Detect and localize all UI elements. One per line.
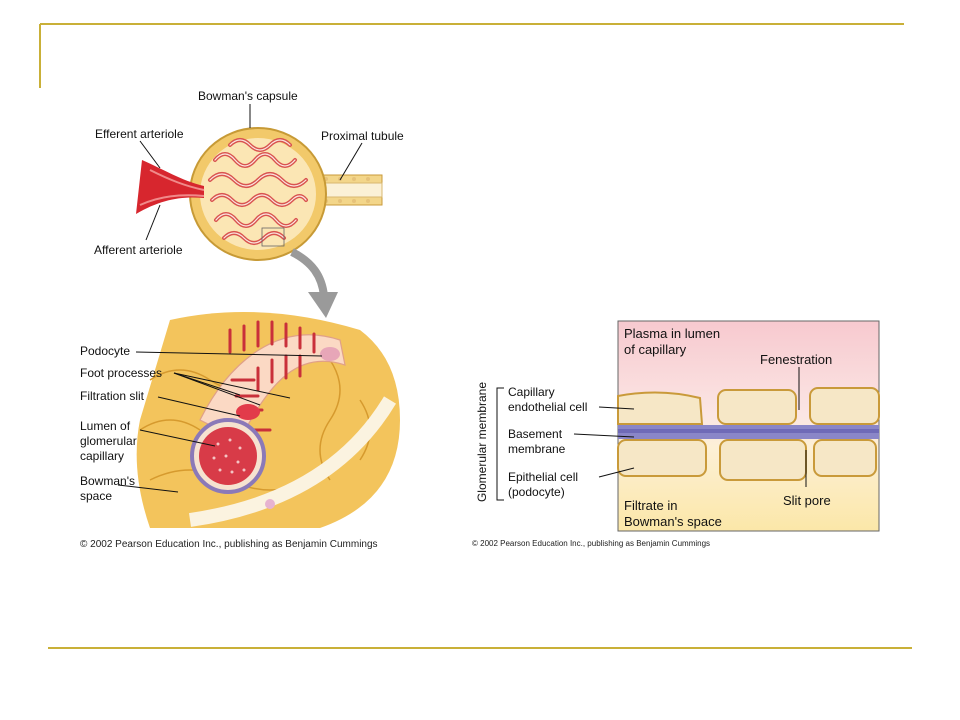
foot-processes-label: Foot processes [80, 366, 163, 380]
efferent-arteriole-label: Efferent arteriole [95, 127, 184, 141]
lumen-label-line3: capillary [80, 449, 125, 463]
basement-membrane-label-line1: Basement [508, 427, 563, 441]
lumen-label-line2: glomerular [80, 434, 137, 448]
filtrate-label-line1: Filtrate in [624, 498, 678, 513]
capillary-endothelial-label-line2: endothelial cell [508, 400, 588, 414]
copyright-left: © 2002 Pearson Education Inc., publishin… [80, 539, 378, 550]
afferent-arteriole-label: Afferent arteriole [94, 243, 183, 257]
podocyte-label: Podocyte [80, 344, 131, 358]
epithelial-cell-label-line2: (podocyte) [508, 485, 565, 499]
epithelial-cell-label-line1: Epithelial cell [508, 470, 579, 484]
bowmans-space-label-line2: space [80, 489, 113, 503]
proximal-tubule-label: Proximal tubule [321, 129, 404, 143]
capillary-illustration [117, 312, 400, 528]
slit-pore-label: Slit pore [783, 493, 831, 508]
plasma-label-line2: of capillary [624, 342, 687, 357]
bowmans-capsule-label: Bowman's capsule [198, 89, 298, 103]
glomerular-membrane-label: Glomerular membrane [475, 381, 489, 503]
membrane-illustration [496, 320, 880, 532]
lumen-label-line1: Lumen of [80, 419, 131, 433]
glomerulus-illustration [136, 104, 383, 318]
plasma-label-line1: Plasma in lumen [624, 326, 721, 341]
slide-frame [39, 23, 912, 649]
filtration-slit-label: Filtration slit [80, 389, 145, 403]
copyright-right: © 2002 Pearson Education Inc., publishin… [472, 539, 711, 548]
filtrate-label-line2: Bowman's space [624, 514, 722, 529]
fenestration-label: Fenestration [760, 352, 833, 367]
basement-membrane-label-line2: membrane [508, 442, 566, 456]
bowmans-space-label-line1: Bowman's [80, 474, 135, 488]
capillary-endothelial-label-line1: Capillary [508, 385, 555, 399]
